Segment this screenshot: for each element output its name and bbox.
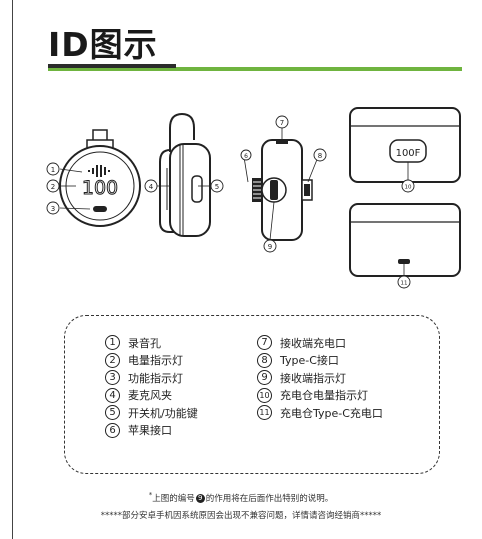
callout-9: [263, 239, 277, 253]
legend-item: 3 功能指示灯: [105, 369, 198, 387]
legend-label: 录音孔: [128, 336, 161, 350]
footnote-suffix: 的作用将在后面作出特别的说明。: [205, 493, 334, 504]
legend-number: 10: [257, 387, 272, 403]
receiver-indicator-light: [270, 180, 278, 200]
product-diagram: 100 100F: [46, 107, 461, 289]
charging-case-front: 100F: [349, 107, 461, 183]
legend-number: 11: [257, 405, 272, 421]
callout-2-label: 2: [51, 183, 55, 191]
legend-number: 8: [257, 352, 272, 368]
legend-label: Type-C接口: [280, 354, 339, 368]
case-display-reading: 100F: [396, 148, 421, 159]
callout-4-label: 4: [149, 183, 154, 191]
function-indicator-light: [93, 206, 107, 212]
title-underline-green: [48, 67, 462, 71]
callout-8-label: 8: [318, 152, 322, 160]
legend-item: 4 麦克风夹: [105, 387, 198, 405]
legend-label: 接收端指示灯: [280, 371, 346, 385]
legend-item: 7 接收端充电口: [257, 334, 383, 352]
callout-10-label: 10: [405, 185, 412, 191]
legend-item: 8 Type-C接口: [257, 352, 383, 370]
legend-item: 10 充电仓电量指示灯: [257, 387, 383, 405]
charging-case-back: [349, 203, 461, 277]
callout-9-icon: 9: [195, 493, 205, 503]
battery-display-reading: 100: [82, 177, 118, 199]
legend-number: 2: [105, 352, 120, 368]
callout-7-label: 7: [280, 119, 284, 127]
legend-number: 4: [105, 387, 120, 403]
callout-1: [46, 162, 60, 176]
callout-markers: [46, 115, 415, 289]
legend-label: 苹果接口: [128, 424, 172, 438]
footnote-prefix: 上图的编号: [152, 493, 195, 504]
callout-11: [397, 275, 411, 289]
legend-label: 充电仓Type-C充电口: [280, 406, 383, 420]
legend-item: 1 录音孔: [105, 334, 198, 352]
callout-4: [144, 179, 158, 193]
legend-number: 3: [105, 370, 120, 386]
legend-label: 接收端充电口: [280, 336, 346, 350]
legend-number: 9: [257, 370, 272, 386]
legend-item: 9 接收端指示灯: [257, 369, 383, 387]
power-button: [191, 175, 203, 203]
legend-label: 电量指示灯: [128, 354, 183, 368]
legend-label: 功能指示灯: [128, 371, 183, 385]
callout-6: [240, 149, 252, 161]
footnote-star: *: [148, 491, 153, 499]
callout-3-label: 3: [51, 205, 55, 213]
callout-10: [401, 179, 415, 193]
case-charge-port: [398, 259, 410, 264]
left-margin-line: [12, 0, 13, 539]
legend-label: 充电仓电量指示灯: [280, 389, 368, 403]
title-underline-dark: [48, 64, 176, 68]
mic-hole-icon: [88, 165, 110, 177]
legend-label: 开关机/功能键: [128, 406, 198, 420]
legend-number: 1: [105, 335, 120, 351]
compatibility-note: *****部分安卓手机因系统原因会出现不兼容问题，详情请咨询经销商*****: [100, 511, 382, 521]
transmitter-front-view: 100: [59, 129, 141, 227]
legend-item: 6 苹果接口: [105, 422, 198, 440]
receiver-view: [252, 139, 313, 241]
transmitter-side-view: [159, 112, 211, 237]
legend-left-column: 1 录音孔 2 电量指示灯 3 功能指示灯 4 麦克风夹 5 开关机/功能键 6 苹果接口: [105, 334, 198, 439]
legend-number: 6: [105, 422, 120, 438]
page-title: ID图示: [48, 25, 158, 64]
callout-11-label: 11: [401, 281, 408, 287]
callout-3: [46, 201, 60, 215]
callout-9-label: 9: [268, 243, 272, 251]
callout-6-label: 6: [244, 153, 248, 160]
callout-5: [210, 179, 224, 193]
legend-number: 7: [257, 335, 272, 351]
callout-2: [46, 179, 60, 193]
callout-1-label: 1: [51, 166, 55, 174]
callout-7: [275, 115, 289, 129]
legend-label: 麦克风夹: [128, 389, 172, 403]
legend-right-column: 7 接收端充电口 8 Type-C接口 9 接收端指示灯 10 充电仓电量指示灯 11 充…: [257, 334, 383, 422]
legend-number: 5: [105, 405, 120, 421]
callout-5-label: 5: [215, 183, 219, 191]
legend-item: 2 电量指示灯: [105, 352, 198, 370]
legend-item: 11 充电仓Type-C充电口: [257, 404, 383, 422]
legend-item: 5 开关机/功能键: [105, 404, 198, 422]
callout-8: [313, 148, 327, 162]
